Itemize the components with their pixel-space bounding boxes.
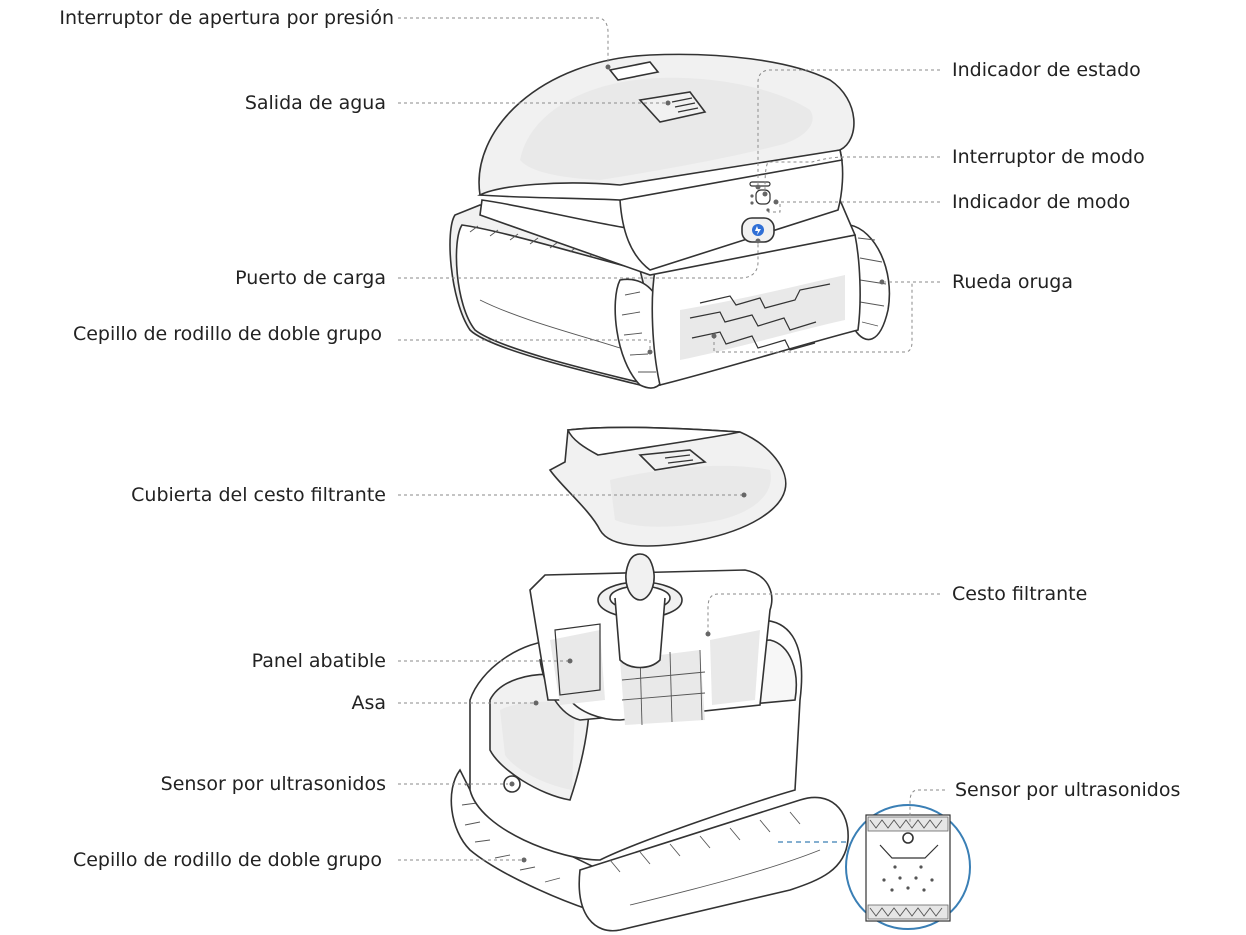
label-cubierta-cesto: Cubierta del cesto filtrante bbox=[131, 484, 386, 506]
label-sensor-right: Sensor por ultrasonidos bbox=[955, 779, 1181, 801]
label-salida-agua: Salida de agua bbox=[244, 92, 386, 114]
label-cepillo-top: Cepillo de rodillo de doble grupo bbox=[72, 323, 382, 345]
open-robot bbox=[450, 553, 849, 932]
label-cesto-filtrante: Cesto filtrante bbox=[952, 583, 1088, 605]
sensor-detail-inset bbox=[845, 804, 971, 930]
basket-cover bbox=[548, 426, 787, 547]
leader-lines bbox=[398, 17, 945, 863]
label-panel-abatible: Panel abatible bbox=[251, 650, 386, 672]
label-cepillo-bottom: Cepillo de rodillo de doble grupo bbox=[72, 849, 382, 871]
label-indicador-modo: Indicador de modo bbox=[952, 191, 1131, 213]
label-indicador-estado: Indicador de estado bbox=[952, 59, 1141, 81]
label-interruptor-apertura: Interruptor de apertura por presión bbox=[59, 7, 394, 29]
label-rueda-oruga: Rueda oruga bbox=[952, 271, 1074, 293]
label-asa: Asa bbox=[351, 692, 386, 714]
label-puerto-carga: Puerto de carga bbox=[235, 267, 386, 289]
label-sensor-left: Sensor por ultrasonidos bbox=[160, 773, 386, 795]
label-interruptor-modo: Interruptor de modo bbox=[952, 146, 1145, 168]
